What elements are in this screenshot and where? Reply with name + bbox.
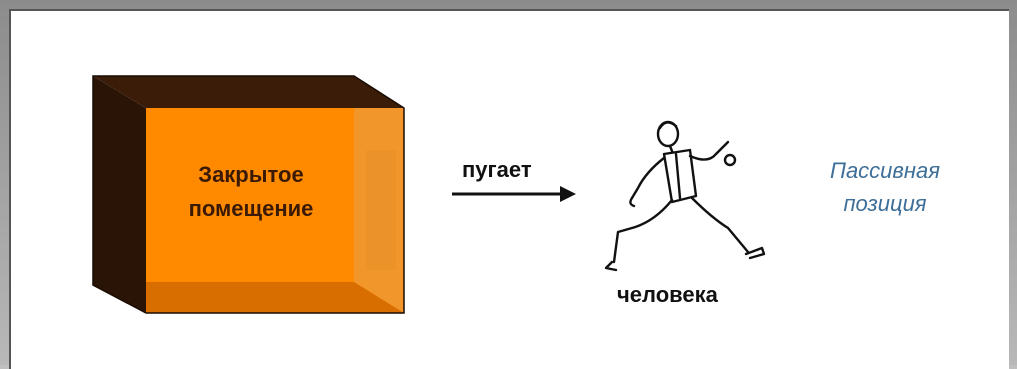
box-outline [92,75,405,314]
box-label: Закрытое помещение [146,158,356,226]
box-label-line1: Закрытое [198,162,304,187]
figure-label: человека [617,282,718,307]
box-inner-floor [146,282,404,313]
box-inner-panel [366,150,396,270]
closed-room-box [92,75,405,314]
arrow [452,186,576,202]
arrow-head [560,186,576,202]
running-man-icon [604,120,766,272]
box-label-line2: помещение [188,196,314,221]
position-label-line2: позиция [843,191,927,216]
arrow-label: пугает [462,157,532,182]
position-label-line1: Пассивная [830,158,940,183]
box-left-side [93,76,146,313]
position-label: Пассивная позиция [800,154,970,220]
box-top-face [93,76,404,108]
